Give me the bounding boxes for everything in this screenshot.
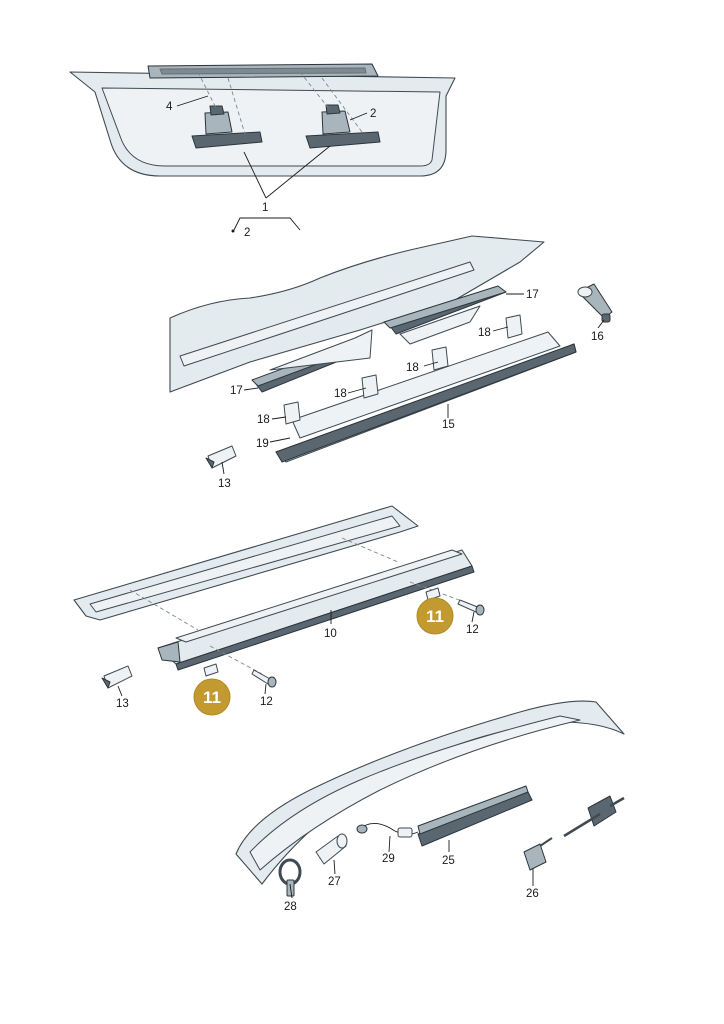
connector-26 <box>523 837 553 871</box>
mounting-dashes-top <box>197 71 363 135</box>
brake-lamp-housing <box>275 331 577 463</box>
trim-panel-10 <box>157 549 475 671</box>
badge-11-left: 11 <box>193 678 231 716</box>
tailgate-panel <box>69 63 456 177</box>
callout-18-lower: 18 <box>257 414 270 426</box>
callout-16: 16 <box>591 331 604 343</box>
license-plate-light-left <box>191 105 263 149</box>
callout-19: 19 <box>256 438 269 450</box>
retaining-clips-18 <box>283 314 523 425</box>
spoiler-carrier-panel <box>169 235 545 393</box>
callout-10: 10 <box>324 628 337 640</box>
callout-4: 4 <box>166 101 173 113</box>
license-plate-light-right <box>305 104 381 149</box>
badge-11-left-text: 11 <box>203 688 221 707</box>
clip-11-left <box>203 663 219 677</box>
callout-2-top: 2 <box>370 108 376 120</box>
callout-2-bracket: 2 <box>244 227 250 239</box>
callout-29: 29 <box>382 853 395 865</box>
callout-18-left: 18 <box>334 388 347 400</box>
mounting-bolt-spoiler <box>563 795 625 838</box>
callout-13-upper: 13 <box>218 478 231 490</box>
leaders-middle <box>221 293 605 475</box>
callout-12-right: 12 <box>466 624 479 636</box>
bolt-12-left <box>251 669 277 688</box>
callout-27: 27 <box>328 876 341 888</box>
badge-11-right-text: 11 <box>426 607 444 626</box>
callout-17-lower: 17 <box>230 385 243 397</box>
rail-upper <box>383 285 507 345</box>
callout-18-middle: 18 <box>406 362 419 374</box>
callout-1: 1 <box>262 202 268 214</box>
mounting-dashes-lower <box>129 537 471 675</box>
rear-spoiler <box>235 700 625 885</box>
callout-12-left: 12 <box>260 696 273 708</box>
bolt-12-right <box>457 599 485 616</box>
callout-26: 26 <box>526 888 539 900</box>
callout-15: 15 <box>442 419 455 431</box>
part-16 <box>577 283 613 323</box>
badge-11-right: 11 <box>416 597 454 635</box>
sleeve-27 <box>315 833 348 865</box>
callout-13-lower: 13 <box>116 698 129 710</box>
callout-18-right: 18 <box>478 327 491 339</box>
part-13-upper <box>205 445 237 469</box>
callout-28: 28 <box>284 901 297 913</box>
wiring-harness-29 <box>356 823 419 838</box>
rail-lower <box>251 329 373 393</box>
leaders-top <box>176 95 368 231</box>
part-13-lower <box>101 665 133 689</box>
clip-11-right <box>425 587 441 601</box>
leaders-bottom <box>289 835 534 899</box>
cable-tie-28 <box>278 858 302 897</box>
leaders-lower <box>117 610 475 697</box>
callout-17-upper: 17 <box>526 289 539 301</box>
third-brake-lamp-25 <box>417 785 533 847</box>
roof-edge-strip <box>73 505 419 621</box>
callout-25: 25 <box>442 855 455 867</box>
